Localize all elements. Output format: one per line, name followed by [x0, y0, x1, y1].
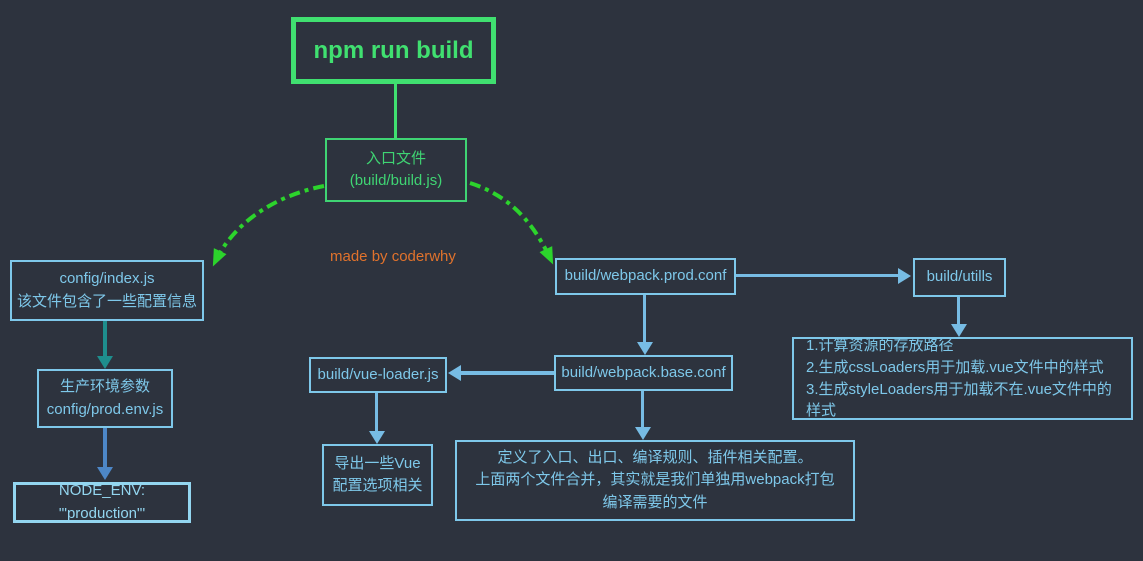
arrowhead-vueloader-to-export	[369, 431, 385, 444]
node-npm-run-build: npm run build	[291, 17, 496, 84]
arrow-vueloader-to-export	[375, 393, 378, 432]
entry-file-title: 入口文件	[365, 149, 426, 167]
arrow-prodconf-to-baseconf	[643, 295, 646, 343]
node-config-index: config/index.js 该文件包含了一些配置信息	[10, 260, 204, 321]
webpack-prod-conf-label: build/webpack.prod.conf	[564, 267, 727, 285]
arrowhead-utills-to-desc	[951, 324, 967, 337]
node-build-utills: build/utills	[913, 258, 1006, 297]
merge-desc-line2: 上面两个文件合并，其实就是我们单独用webpack打包编译需要的文件	[475, 471, 835, 511]
watermark-text: made by coderwhy	[330, 248, 456, 265]
arrowhead-baseconf-to-merge	[635, 427, 651, 440]
utills-desc-line1: 1.计算资源的存放路径	[806, 337, 954, 354]
node-webpack-prod-conf: build/webpack.prod.conf	[555, 258, 736, 295]
arrow-baseconf-to-vueloader	[460, 371, 554, 375]
config-index-title: config/index.js	[59, 270, 155, 287]
build-utills-label: build/utills	[926, 268, 993, 286]
arrowhead-prodconf-to-utills	[898, 268, 911, 284]
arrowhead-baseconf-to-vueloader	[448, 365, 461, 381]
vue-export-line2: 配置选项相关	[332, 477, 423, 494]
node-webpack-base-conf: build/webpack.base.conf	[554, 355, 733, 391]
arrow-prodconf-to-utills	[736, 274, 899, 277]
curve-entry-to-config-index	[212, 184, 325, 267]
node-node-env: NODE_ENV: '"production"'	[13, 482, 191, 523]
vue-export-line1: 导出一些Vue	[334, 454, 421, 472]
arrowhead-prodconf-to-baseconf	[637, 342, 653, 355]
entry-file-path: (build/build.js)	[349, 172, 443, 189]
arrow-utills-to-desc	[957, 297, 960, 325]
utills-desc-line2: 2.生成cssLoaders用于加载.vue文件中的样式	[806, 358, 1104, 376]
arrowhead-prodenv-to-nodeenv	[97, 467, 113, 480]
arrow-prodenv-to-nodeenv	[103, 428, 107, 468]
arrowhead-config-to-prodenv	[97, 356, 113, 369]
webpack-base-conf-label: build/webpack.base.conf	[561, 363, 726, 381]
npm-run-build-label: npm run build	[313, 36, 474, 64]
curve-entry-to-prod-conf	[469, 181, 554, 265]
arrow-config-to-prodenv	[103, 321, 107, 357]
prod-env-title: 生产环境参数	[59, 378, 150, 395]
node-vue-loader: build/vue-loader.js	[309, 357, 447, 393]
connector-npm-to-entry	[394, 84, 397, 138]
prod-env-path: config/prod.env.js	[46, 400, 164, 418]
utills-desc-line3: 3.生成styleLoaders用于加载不在.vue文件中的样式	[806, 380, 1112, 420]
node-merge-description: 定义了入口、出口、编译规则、插件相关配置。 上面两个文件合并，其实就是我们单独用…	[455, 440, 855, 521]
config-index-desc: 该文件包含了一些配置信息	[16, 292, 197, 310]
arrow-baseconf-to-merge	[641, 391, 644, 428]
node-prod-env: 生产环境参数 config/prod.env.js	[37, 369, 173, 428]
vue-loader-label: build/vue-loader.js	[317, 365, 439, 383]
node-entry-file: 入口文件 (build/build.js)	[325, 138, 467, 202]
merge-desc-line1: 定义了入口、出口、编译规则、插件相关配置。	[497, 448, 813, 466]
node-env-label: NODE_ENV: '"production"'	[58, 482, 146, 522]
node-utills-description: 1.计算资源的存放路径 2.生成cssLoaders用于加载.vue文件中的样式…	[792, 337, 1133, 420]
node-vue-export: 导出一些Vue 配置选项相关	[322, 444, 433, 506]
